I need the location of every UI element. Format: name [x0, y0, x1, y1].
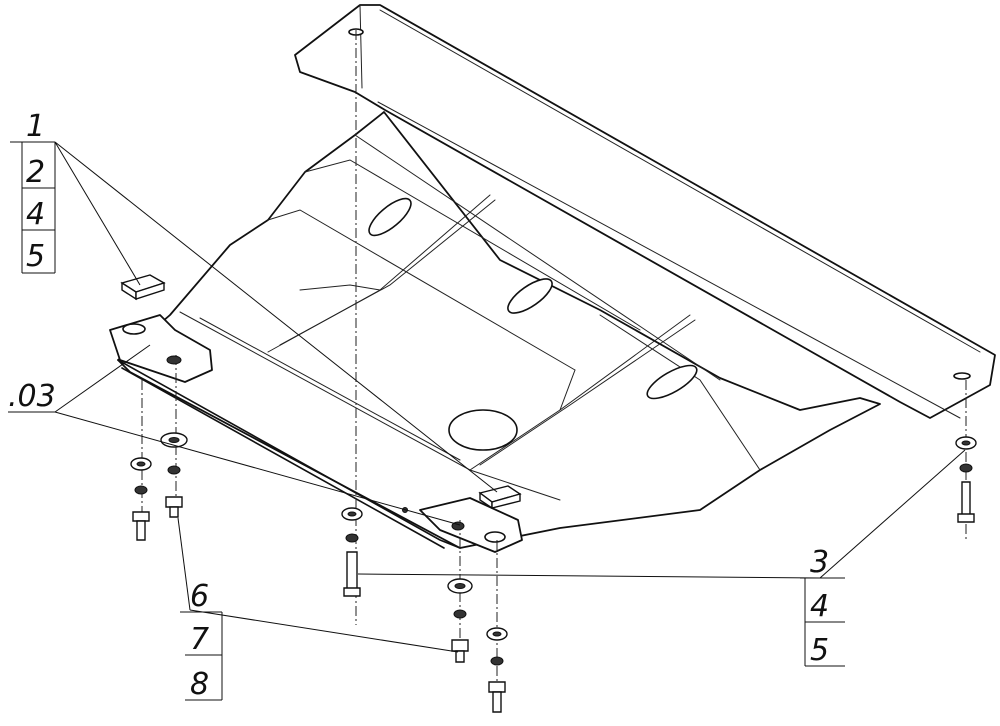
callout-table-top-left: 1 2 4 5: [10, 109, 56, 274]
fastener-stack-right-bracket: [486, 627, 508, 713]
fastener-stack-far-right: [955, 436, 977, 523]
rear-flange: [294, 4, 996, 419]
callout-label-6: 6: [190, 579, 209, 614]
fastener-stack-center: [341, 507, 363, 597]
callout-label-4: 4: [26, 197, 45, 232]
callout-label-1: 1: [26, 109, 45, 144]
callout-label-8: 8: [190, 667, 209, 702]
callout-table-right: 3 4 5: [800, 545, 845, 668]
clip-nut-right: [478, 485, 522, 510]
callout-label-5-right: 5: [810, 633, 829, 668]
fastener-stack-left-outer: [130, 457, 152, 541]
callout-label-7: 7: [190, 622, 209, 657]
central-pan: [117, 111, 881, 549]
callout-label-2: 2: [26, 155, 45, 190]
clip-nut-left: [120, 274, 166, 301]
callout-left: .03: [8, 379, 56, 414]
callout-label-4-right: 4: [810, 589, 829, 624]
fastener-stack-center-right: [447, 521, 473, 663]
skid-plate: [109, 4, 996, 553]
callout-label-3: 3: [810, 545, 829, 580]
callout-table-bottom-left: 6 7 8: [180, 579, 223, 702]
leader-lines: [54, 141, 966, 653]
callout-label-03: .03: [8, 379, 56, 414]
callout-label-5: 5: [26, 239, 45, 274]
fasteners: [130, 355, 977, 713]
